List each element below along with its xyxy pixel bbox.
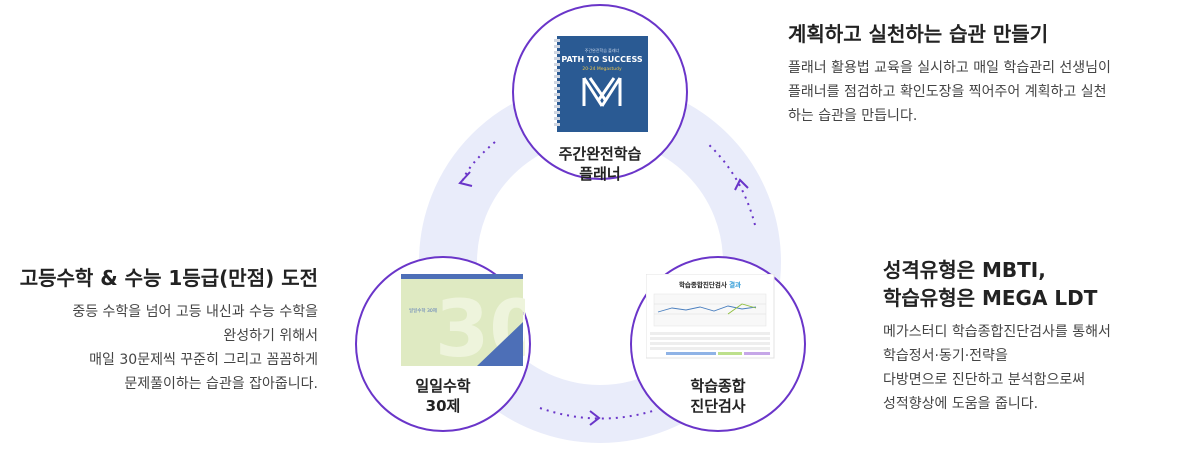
workbook-caption: 일일수학 30제 <box>409 307 437 314</box>
report-chart <box>653 293 767 327</box>
planner-mark-text: M <box>601 123 604 127</box>
planner-spiral <box>554 39 560 126</box>
report-band-green <box>718 352 742 355</box>
block-diagnostic-body: 메가스터디 학습종합진단검사를 통해서 학습정서·동기·전략을 다방면으로 진단… <box>883 324 1111 412</box>
arrowhead-left-icon <box>458 171 473 187</box>
planner-title: PATH TO SUCCESS <box>561 55 643 64</box>
arrow-path-left-to-right <box>539 407 657 420</box>
node-planner: 주간완전학습 플래너 PATH TO SUCCESS 20-24 Megastu… <box>512 4 688 183</box>
block-math-body: 중등 수학을 넘어 고등 내신과 수능 수학을 완성하기 위해서 매일 30문제… <box>72 304 318 392</box>
planner-small-text: 주간완전학습 플래너 <box>585 47 620 53</box>
block-diagnostic-title: 성격유형은 MBTI, 학습유형은 MEGA LDT <box>883 258 1098 310</box>
workbook-spiral-bar <box>401 274 523 279</box>
arrowhead-top-icon <box>734 178 749 191</box>
block-planner-body: 플래너 활용법 교육을 실시하고 매일 학습관리 선생님이 플래너를 점검하고 … <box>788 60 1111 124</box>
arrowhead-bottom-icon <box>589 410 601 426</box>
block-planner-title: 계획하고 실천하는 습관 만들기 <box>788 22 1049 46</box>
workbook-image: 30 일일수학 30제 <box>401 274 525 366</box>
planner-subtitle: 20-24 Megastudy <box>582 66 622 72</box>
report-band-purple <box>744 352 770 355</box>
block-planner-description: 계획하고 실천하는 습관 만들기 플래너 활용법 교육을 실시하고 매일 학습관… <box>788 20 1188 128</box>
block-diagnostic-description: 성격유형은 MBTI, 학습유형은 MEGA LDT 메가스터디 학습종합진단검… <box>883 256 1183 416</box>
planner-cover <box>557 36 648 132</box>
node-daily-math-label: 일일수학 30제 <box>415 377 471 415</box>
block-math-description: 고등수학 & 수능 1등급(만점) 도전 중등 수학을 넘어 고등 내신과 수능… <box>0 264 318 396</box>
block-math-title: 고등수학 & 수능 1등급(만점) 도전 <box>19 266 318 290</box>
arrow-path-right-to-top <box>705 141 756 226</box>
report-image: 학습종합진단검사 결과 <box>646 274 775 359</box>
node-daily-math: 30 일일수학 30제 일일수학 30제 <box>355 256 531 432</box>
planner-book-image: 주간완전학습 플래너 PATH TO SUCCESS 20-24 Megastu… <box>554 36 648 132</box>
workbook-corner-triangle <box>477 322 523 366</box>
report-band-blue <box>666 352 716 355</box>
planner-m-logo <box>582 77 622 107</box>
node-planner-label: 주간완전학습 플래너 <box>558 145 642 183</box>
report-title: 학습종합진단검사 결과 <box>679 280 741 289</box>
node-diagnostic-test-label: 학습종합 진단검사 <box>690 377 746 415</box>
report-table <box>650 332 770 350</box>
node-diagnostic-test: 학습종합진단검사 결과 학습종합 진단검사 <box>630 256 806 432</box>
